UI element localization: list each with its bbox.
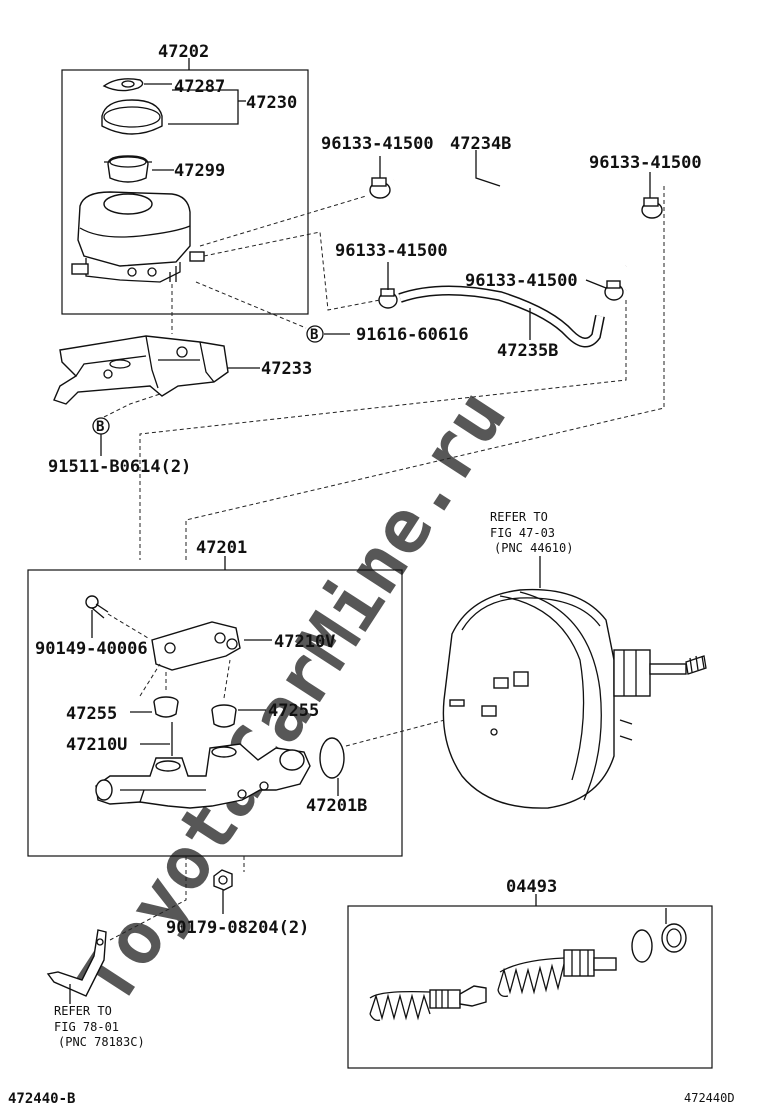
label-91511-b0614[interactable]: 91511-B0614(2) xyxy=(48,457,191,477)
grommet-a-part xyxy=(153,696,179,718)
piston-assembly-part xyxy=(497,949,617,998)
master-cylinder-body-part xyxy=(95,743,311,809)
label-04493[interactable]: 04493 xyxy=(506,877,557,897)
figure-code-right: 472440D xyxy=(684,1091,735,1105)
label-96133-41500-d[interactable]: 96133-41500 xyxy=(465,271,578,291)
label-47210u[interactable]: 47210U xyxy=(66,735,127,755)
bolt-marker-b-upper: B xyxy=(310,327,318,343)
hose-clamp-a-part xyxy=(369,177,391,199)
label-47202[interactable]: 47202 xyxy=(158,42,209,62)
reservoir-hose-upper-part xyxy=(393,174,645,293)
reservoir-bracket-part xyxy=(53,335,229,405)
reservoir-hose-lower-part xyxy=(398,285,605,348)
label-47230[interactable]: 47230 xyxy=(246,93,297,113)
label-96133-41500-a[interactable]: 96133-41500 xyxy=(321,134,434,154)
label-47234b[interactable]: 47234B xyxy=(450,134,511,154)
bolt-marker-b-lower: B xyxy=(96,419,104,435)
label-90179-08204[interactable]: 90179-08204(2) xyxy=(166,918,309,938)
cup-seal-part xyxy=(631,929,653,963)
o-ring-47201b-part xyxy=(319,737,345,779)
label-47255-a[interactable]: 47255 xyxy=(66,704,117,724)
ref-booster-line3: (PNC 44610) xyxy=(494,541,573,555)
label-91616-60616[interactable]: 91616-60616 xyxy=(356,325,469,345)
reservoir-group-box xyxy=(61,69,309,315)
hose-clamp-d-part xyxy=(604,280,624,301)
reservoir-cap-part xyxy=(101,99,163,135)
repair-kit-box xyxy=(347,905,713,1069)
label-47235b[interactable]: 47235B xyxy=(497,341,558,361)
label-47201[interactable]: 47201 xyxy=(196,538,247,558)
reservoir-stand-part xyxy=(151,621,241,671)
ref-booster-line2[interactable]: FIG 47-03 xyxy=(490,526,555,540)
label-47210v[interactable]: 47210V xyxy=(274,632,335,652)
label-47299[interactable]: 47299 xyxy=(174,161,225,181)
ref-bracket-line3: (PNC 78183C) xyxy=(58,1035,145,1049)
brake-booster-part xyxy=(442,588,707,809)
retainer-ring-part xyxy=(661,923,687,953)
reservoir-tank-part xyxy=(71,191,205,283)
ref-booster-line1: REFER TO xyxy=(490,510,548,524)
ref-bracket-line2[interactable]: FIG 78-01 xyxy=(54,1020,119,1034)
nut-90179-part xyxy=(213,869,233,891)
label-47233[interactable]: 47233 xyxy=(261,359,312,379)
label-96133-41500-c[interactable]: 96133-41500 xyxy=(335,241,448,261)
reservoir-gasket-part xyxy=(102,78,144,92)
screw-90149-part xyxy=(85,595,109,619)
grommet-b-part xyxy=(211,704,237,728)
label-96133-41500-b[interactable]: 96133-41500 xyxy=(589,153,702,173)
master-cylinder-group-box xyxy=(27,569,403,857)
label-47201b[interactable]: 47201B xyxy=(306,796,367,816)
reservoir-strainer-part xyxy=(104,155,152,183)
label-47255-b[interactable]: 47255 xyxy=(268,701,319,721)
figure-code-left: 472440-B xyxy=(8,1091,75,1107)
label-47287[interactable]: 47287 xyxy=(174,77,225,97)
bracket-78183c-part xyxy=(46,929,107,997)
piston-spring-part xyxy=(369,985,487,1022)
hose-clamp-b-part xyxy=(641,197,663,219)
label-90149-40006[interactable]: 90149-40006 xyxy=(35,639,148,659)
hose-clamp-c-part xyxy=(378,288,398,309)
ref-bracket-line1: REFER TO xyxy=(54,1004,112,1018)
